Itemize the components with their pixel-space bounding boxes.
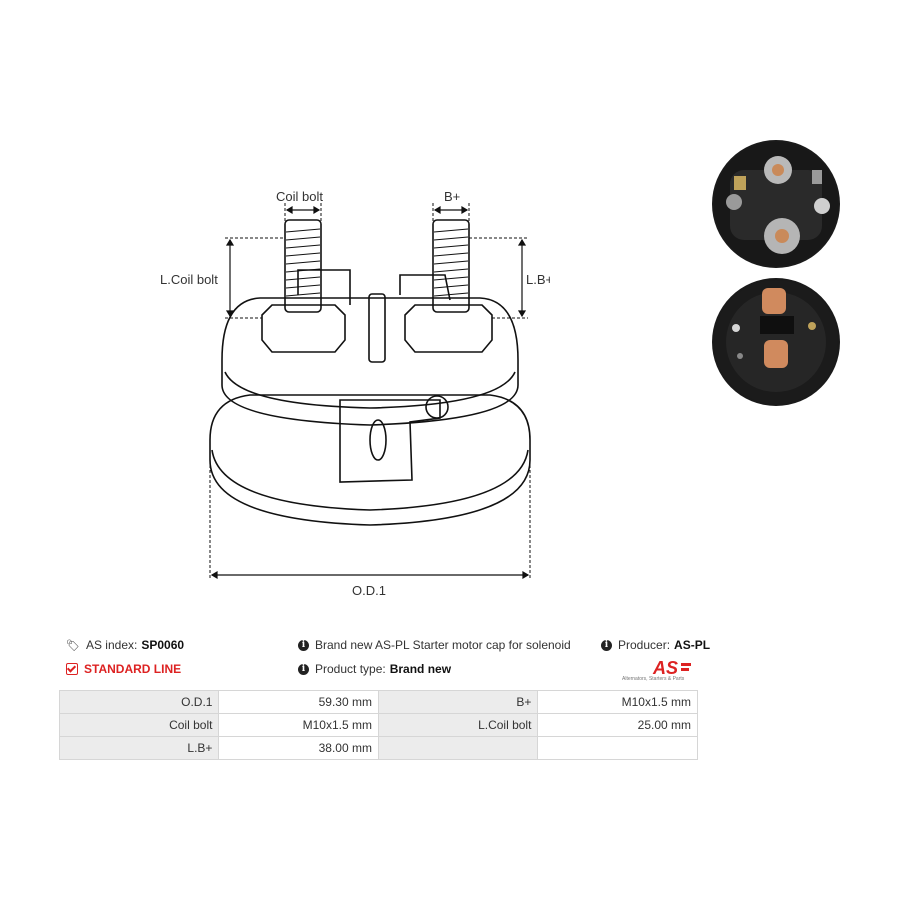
spec-key: L.B+ — [58, 736, 220, 760]
specs-table: O.D.1 59.30 mm B+ M10x1.5 mm Coil bolt M… — [58, 690, 698, 760]
logo-tagline: Alternators, Starters & Parts — [622, 676, 685, 682]
checkbox-icon — [66, 663, 78, 675]
as-index-value: SP0060 — [141, 638, 185, 652]
table-row: L.B+ 38.00 mm — [58, 736, 698, 760]
spec-key: O.D.1 — [58, 690, 220, 714]
info-icon: i — [601, 639, 612, 651]
spec-value: 25.00 mm — [537, 713, 698, 737]
table-row: Coil bolt M10x1.5 mm L.Coil bolt 25.00 m… — [58, 713, 698, 737]
info-icon: i — [298, 639, 309, 651]
producer-value: AS-PL — [674, 638, 711, 652]
producer-label: Producer: — [618, 638, 671, 652]
standard-line-label: STANDARD LINE — [84, 662, 182, 676]
product-type-label: Product type: — [315, 662, 386, 676]
solenoid-cap-photo-interior — [712, 278, 840, 406]
product-type-row: i Product type: Brand new — [298, 662, 451, 676]
technical-drawing: Coil bolt B+ L.Coil bolt L.B+ O.D.1 — [160, 189, 550, 598]
as-pl-logo: AS — [652, 658, 691, 678]
spec-key — [377, 736, 539, 760]
as-index-label: AS index: — [85, 638, 138, 652]
logo-text: AS — [652, 658, 678, 678]
spec-value — [537, 736, 698, 760]
producer-row: i Producer: AS-PL — [601, 638, 710, 652]
od1-label: O.D.1 — [352, 583, 386, 598]
spec-value: 38.00 mm — [218, 736, 379, 760]
spec-value: 59.30 mm — [218, 690, 379, 714]
info-icon: i — [298, 663, 309, 675]
spec-value: M10x1.5 mm — [537, 690, 698, 714]
spec-key: Coil bolt — [58, 713, 220, 737]
solenoid-cap-photo-exterior — [712, 140, 840, 268]
description-text: Brand new AS-PL Starter motor cap for so… — [315, 638, 571, 652]
tag-icon: 🏷 — [66, 639, 80, 652]
standard-line-row: STANDARD LINE — [66, 662, 181, 676]
l-b-plus-label: L.B+ — [526, 272, 550, 287]
description-row: i Brand new AS-PL Starter motor cap for … — [298, 638, 571, 652]
b-plus-label: B+ — [444, 189, 460, 204]
spec-value: M10x1.5 mm — [218, 713, 379, 737]
product-type-value: Brand new — [389, 662, 452, 676]
table-row: O.D.1 59.30 mm B+ M10x1.5 mm — [58, 690, 698, 714]
spec-key: B+ — [377, 690, 539, 714]
as-index-row: 🏷 AS index: SP0060 — [66, 638, 184, 652]
spec-key: L.Coil bolt — [377, 713, 539, 737]
coil-bolt-label: Coil bolt — [276, 189, 323, 204]
l-coil-bolt-label: L.Coil bolt — [160, 272, 218, 287]
